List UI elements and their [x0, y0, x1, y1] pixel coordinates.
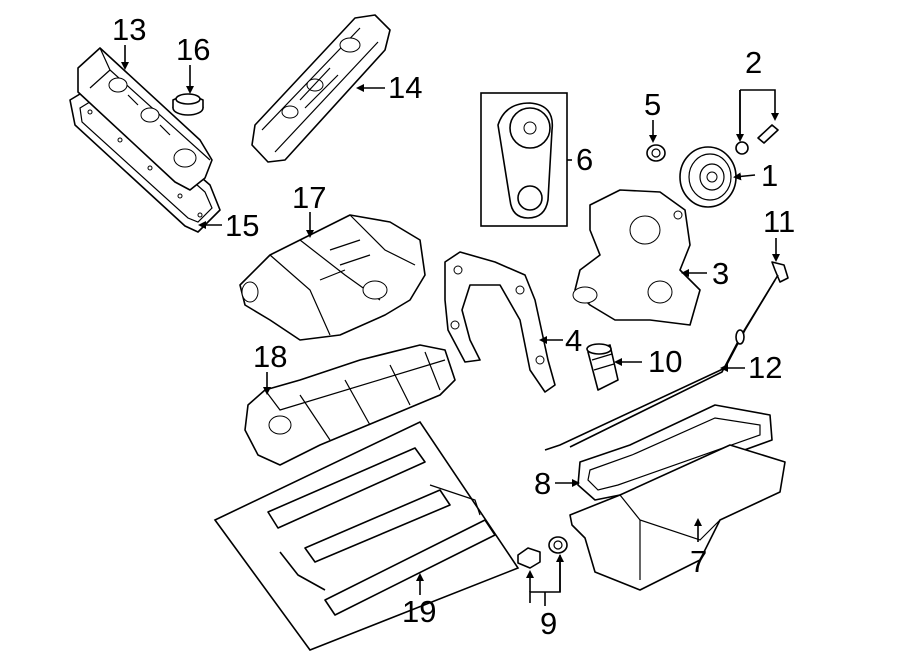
intake-manifold	[239, 214, 426, 341]
callout-14: 14	[388, 70, 422, 105]
oil-filler-cap	[172, 93, 204, 116]
damper-bolt-washer	[735, 124, 779, 155]
intake-gasket-kit	[213, 420, 520, 651]
callout-7: 7	[690, 544, 707, 579]
callout-8: 8	[534, 466, 551, 501]
callout-1: 1	[761, 158, 778, 193]
timing-chain-set	[480, 92, 568, 227]
callout-17: 17	[292, 180, 326, 215]
timing-cover-gasket	[444, 251, 556, 393]
callout-18: 18	[253, 339, 287, 374]
callout-6: 6	[576, 142, 593, 177]
front-cover-seal	[646, 144, 666, 162]
callout-2: 2	[745, 45, 762, 80]
callout-12: 12	[748, 350, 782, 385]
callout-9: 9	[540, 606, 557, 641]
oil-pan-gasket	[577, 404, 773, 501]
callout-11: 11	[763, 204, 795, 239]
callout-10: 10	[648, 344, 682, 379]
leader-lines	[121, 45, 776, 606]
callout-labels: 13 16 14 15 17 18 19 5 6 2 1 11 3 4 10 1…	[112, 12, 795, 641]
callout-15: 15	[225, 208, 259, 243]
callout-13: 13	[112, 12, 146, 47]
callout-5: 5	[644, 87, 661, 122]
drain-plug	[517, 536, 568, 569]
callout-4: 4	[565, 323, 582, 358]
callout-3: 3	[712, 256, 729, 291]
oil-filter	[586, 343, 619, 391]
crankshaft-damper	[679, 146, 737, 208]
callout-16: 16	[176, 32, 210, 67]
lower-intake-manifold	[244, 344, 456, 466]
oil-pan	[569, 444, 786, 591]
valve-cover-left	[77, 47, 213, 191]
valve-cover-right	[251, 14, 391, 163]
timing-cover	[572, 189, 701, 326]
callout-19: 19	[402, 594, 436, 629]
